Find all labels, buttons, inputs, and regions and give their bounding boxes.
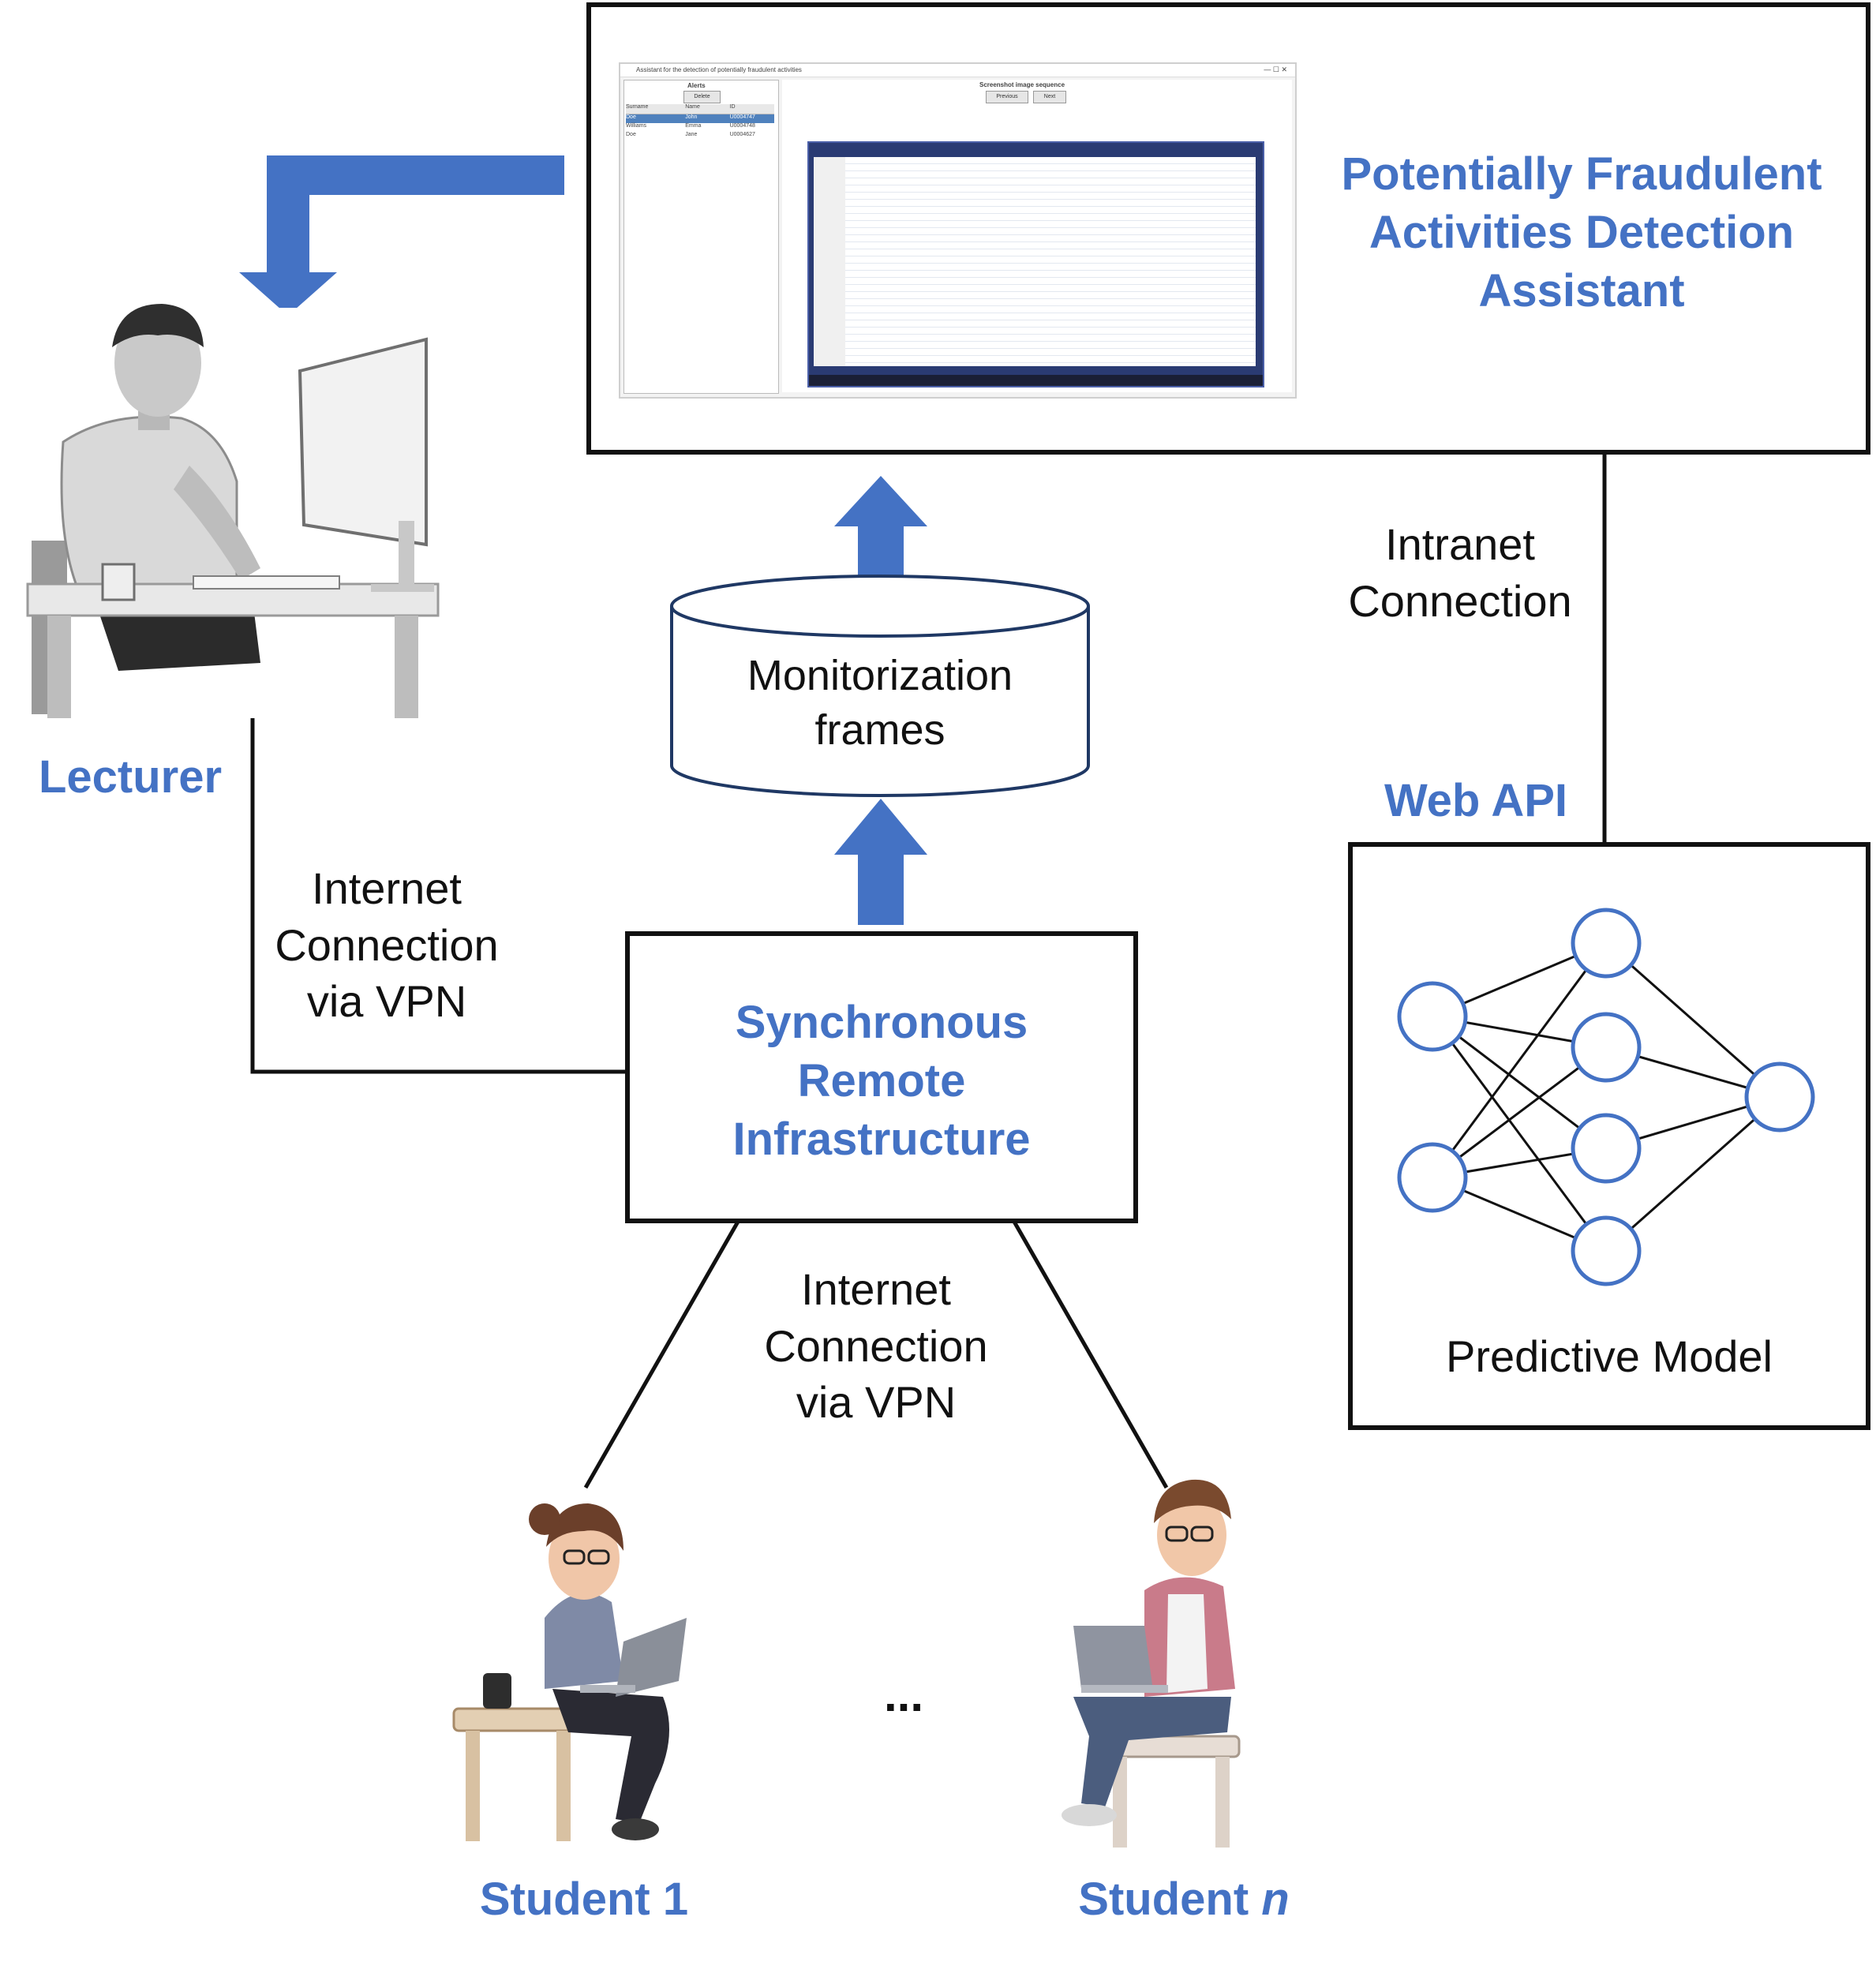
alerts-table: Surname Name ID Doe John U0004747 Willia… [626,104,774,140]
students-connection-line-3: via VPN [796,1377,957,1428]
assistant-title: Potentially Fraudulent Activities Detect… [1290,145,1874,321]
col-surname[interactable]: Surname [626,104,649,110]
frames-label: Monitorization frames [683,649,1077,758]
student-1-label: Student 1 [479,1874,689,1925]
cell: Jane [685,132,698,137]
infrastructure-line-1: Synchronous [735,997,1028,1048]
col-id[interactable]: ID [729,104,736,110]
window-title-bar: Assistant for the detection of potential… [620,64,1295,77]
intranet-line-1: Intranet [1385,519,1535,569]
infrastructure-line-2: Remote [797,1055,966,1107]
infra-student1-connector [583,1220,740,1489]
cell: Doe [626,114,636,120]
window-title: Assistant for the detection of potential… [636,66,802,73]
intranet-line-2: Connection [1348,575,1572,626]
students-connection-label: Internet Connection via VPN [738,1261,1014,1431]
cell: Doe [626,132,636,137]
col-name[interactable]: Name [685,104,700,110]
ide-taskbar [809,375,1263,386]
lecturer-connection-line-1: Internet [312,863,462,913]
monitorization-frames-cylinder [670,575,1090,797]
cell: U0004748 [729,123,755,129]
assistant-to-lecturer-arrow [239,155,564,316]
ide-screenshot [807,141,1264,387]
cell: Emma [685,123,702,129]
alerts-panel: Alerts Delete Surname Name ID Doe John U… [623,80,779,394]
cell: U0004627 [729,132,755,137]
predictive-model-label: Predictive Model [1446,1331,1773,1381]
intranet-connection-label: Intranet Connection [1326,516,1594,629]
assistant-box: Assistant for the detection of potential… [586,2,1870,455]
frames-label-line-1: Monitorization [747,652,1013,699]
students-connection-line-2: Connection [764,1320,988,1371]
frames-label-line-2: frames [814,706,945,754]
student-n-illustration [1062,1479,1241,1848]
predictive-model-box: Predictive Model [1348,842,1870,1430]
lecturer-illustration [26,304,440,718]
neural-network-nodes [1397,908,1815,1286]
next-button[interactable]: Next [1033,91,1066,103]
table-row[interactable]: Doe Jane U0004627 [626,132,774,140]
web-api-label: Web API [1384,775,1568,826]
infrastructure-line-3: Infrastructure [732,1114,1031,1166]
ide-editor [814,157,1256,366]
students-connection-line-1: Internet [801,1264,951,1314]
table-row[interactable]: Doe John U0004747 [626,114,774,123]
assistant-app-window: Assistant for the detection of potential… [619,62,1297,399]
infrastructure-title: Synchronous Remote Infrastructure [630,994,1133,1170]
alerts-table-header: Surname Name ID [626,104,774,114]
assistant-title-line-2: Activities Detection [1369,207,1795,259]
cell: John [685,114,698,120]
cell: U0004747 [729,114,755,120]
student-n-suffix: n [1261,1874,1290,1925]
screenshot-panel: Screenshot image sequence Previous Next [782,80,1292,392]
cell: Williams [626,123,647,129]
sequence-header: Screenshot image sequence [979,81,1065,88]
previous-button[interactable]: Previous [986,91,1028,103]
lecturer-connection-label: Internet Connection via VPN [253,860,521,1030]
window-controls-icon[interactable]: — ☐ ✕ [1264,66,1287,73]
alerts-header: Alerts [687,82,706,89]
infrastructure-box: Synchronous Remote Infrastructure [625,931,1138,1223]
infra-studentn-connector [1012,1220,1169,1489]
lecturer-connection-line-3: via VPN [306,976,467,1027]
infra-to-frames-arrow [834,799,927,925]
student-n-label: Student n [1034,1870,1334,1929]
student-1-illustration [452,1503,687,1841]
frames-to-assistant-arrow [834,476,927,593]
table-row[interactable]: Williams Emma U0004748 [626,123,774,132]
delete-button[interactable]: Delete [683,91,721,103]
assistant-title-line-3: Assistant [1478,265,1685,317]
lecturer-infra-connector [250,718,627,1074]
lecturer-connection-line-2: Connection [275,919,499,970]
ide-gutter [814,157,845,366]
students-ellipsis: ... [883,1668,923,1721]
assistant-title-line-1: Potentially Fraudulent [1341,148,1822,200]
student-n-prefix: Student [1078,1874,1262,1925]
lecturer-label: Lecturer [38,751,223,803]
